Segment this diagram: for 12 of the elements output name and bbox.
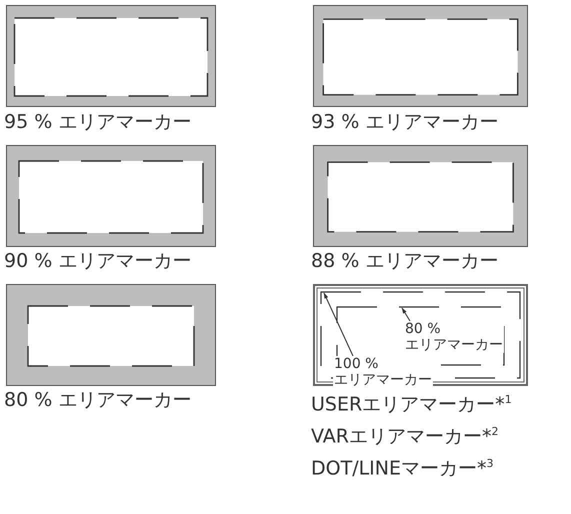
caption: 80 % エリアマーカー [4,388,192,412]
marker-label: 100 % エリアマーカー [333,356,433,388]
caption: USERエリアマーカー*$^{1}$ [311,392,512,416]
caption: 90 % エリアマーカー [4,249,192,273]
leader-line [402,308,410,322]
caption: 88 % エリアマーカー [311,249,498,273]
caption: VARエリアマーカー*$^{2}$ [311,424,498,448]
caption: DOT/LINEマーカー*$^{3}$ [311,456,494,480]
caption: 93 % エリアマーカー [311,110,498,134]
leader-line [324,292,354,356]
caption: 95 % エリアマーカー [4,110,192,134]
marker-label: 80 % エリアマーカー [404,321,504,353]
